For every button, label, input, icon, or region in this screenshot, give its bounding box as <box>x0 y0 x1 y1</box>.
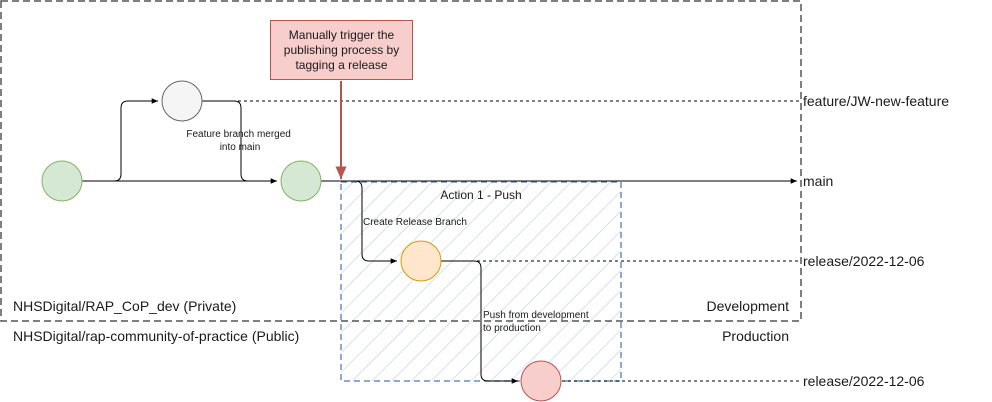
merge-to-main-edge <box>202 100 249 182</box>
feature-branch-label: feature/JW-new-feature <box>803 93 949 109</box>
action-title: Action 1 - Push <box>440 188 521 202</box>
release-prod-branch-label: release/2022-12-06 <box>803 373 925 389</box>
release-prod-commit <box>520 360 562 402</box>
release-dev-branch-label: release/2022-12-06 <box>803 253 925 269</box>
create-release-label: Create Release Branch <box>363 217 467 228</box>
merge-label-line1: Feature branch merged <box>186 129 291 140</box>
branch-to-feature-edge <box>82 98 158 182</box>
dev-env-label: Development <box>707 298 790 314</box>
dev-repo-label: NHSDigital/RAP_CoP_dev (Private) <box>13 298 236 314</box>
trigger-callout-text: Manually trigger the publishing process … <box>283 27 400 72</box>
public-repo-label: NHSDigital/rap-community-of-practice (Pu… <box>13 328 299 344</box>
development-boundary <box>0 0 802 322</box>
trigger-callout: Manually trigger the publishing process … <box>270 20 413 80</box>
push-to-production-edge <box>441 260 518 384</box>
feature-commit <box>161 80 203 122</box>
create-release-edge <box>321 180 397 264</box>
release-dev-commit <box>400 240 442 282</box>
main-commit-2 <box>280 160 322 202</box>
push-label-line2: to production <box>483 323 541 334</box>
merge-label: Feature branch merged into main <box>186 129 293 153</box>
main-branch-label: main <box>803 173 833 189</box>
merge-label-line2: into main <box>220 142 261 153</box>
prod-env-label: Production <box>722 328 789 344</box>
push-label-line1: Push from development <box>483 310 589 321</box>
main-commit-1 <box>41 160 83 202</box>
push-label: Push from development to production <box>483 310 591 334</box>
